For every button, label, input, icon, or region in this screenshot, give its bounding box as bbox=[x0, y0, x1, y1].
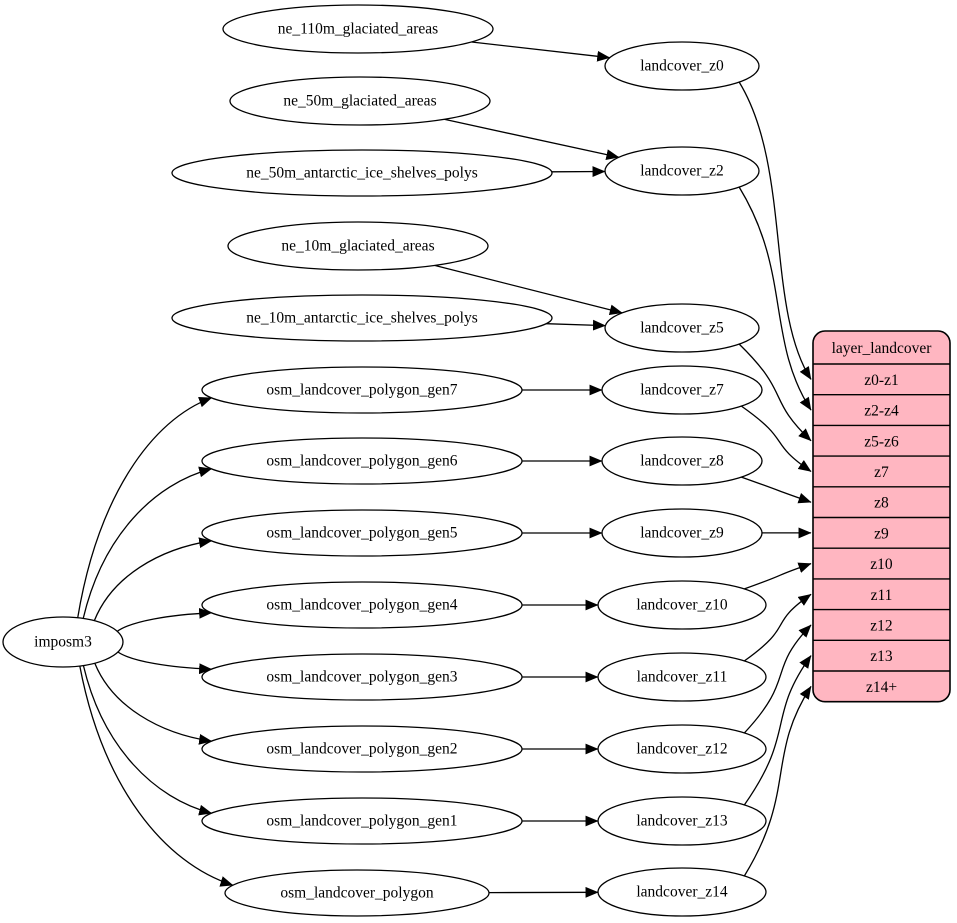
node-landcover_z10: landcover_z10 bbox=[597, 580, 767, 630]
node-label-osm_landcover_polygon_gen2: osm_landcover_polygon_gen2 bbox=[266, 741, 457, 758]
node-label-ne_50m_antarctic_ice_shelves_polys: ne_50m_antarctic_ice_shelves_polys bbox=[246, 165, 478, 182]
node-label-osm_landcover_polygon_gen6: osm_landcover_polygon_gen6 bbox=[266, 453, 457, 470]
node-label-landcover_z2: landcover_z2 bbox=[640, 163, 724, 180]
edge-landcover_z5-to-layer_landcover-z5-z6 bbox=[738, 343, 812, 442]
node-label-landcover_z13: landcover_z13 bbox=[636, 813, 727, 830]
edge-landcover_z13-to-layer_landcover-z13 bbox=[743, 655, 812, 806]
node-label-ne_110m_glaciated_areas: ne_110m_glaciated_areas bbox=[278, 21, 438, 38]
edge-imposm3-to-osm_landcover_polygon_gen5 bbox=[93, 537, 213, 621]
table-row-z10: z10 bbox=[870, 556, 893, 573]
table-row-z0-z1: z0-z1 bbox=[864, 372, 898, 389]
table-header: layer_landcover bbox=[832, 340, 933, 357]
node-label-osm_landcover_polygon: osm_landcover_polygon bbox=[280, 885, 434, 902]
node-landcover_z13: landcover_z13 bbox=[597, 796, 767, 846]
node-osm_landcover_polygon_gen4: osm_landcover_polygon_gen4 bbox=[201, 581, 523, 629]
table-row-z5-z6: z5-z6 bbox=[864, 433, 899, 450]
node-landcover_z0: landcover_z0 bbox=[604, 41, 760, 91]
node-landcover_z12: landcover_z12 bbox=[597, 724, 767, 774]
edge-landcover_z2-to-layer_landcover-z2-z4 bbox=[738, 186, 812, 411]
node-label-ne_50m_glaciated_areas: ne_50m_glaciated_areas bbox=[283, 93, 436, 110]
edge-landcover_z14-to-layer_landcover-z14+ bbox=[743, 685, 812, 877]
table-row-z11: z11 bbox=[871, 587, 893, 604]
table-row-z2-z4: z2-z4 bbox=[864, 403, 899, 420]
node-label-landcover_z12: landcover_z12 bbox=[636, 741, 727, 758]
node-landcover_z9: landcover_z9 bbox=[601, 508, 763, 558]
edge-imposm3-to-osm_landcover_polygon_gen3 bbox=[117, 651, 213, 675]
node-label-landcover_z14: landcover_z14 bbox=[636, 884, 727, 901]
edge-imposm3-to-osm_landcover_polygon_gen1 bbox=[82, 665, 213, 816]
table-layer_landcover: layer_landcover z0-z1 z2-z4 z5-z6 z7 z8 z9 z10 z… bbox=[812, 330, 951, 703]
node-ne_10m_antarctic_ice_shelves_polys: ne_10m_antarctic_ice_shelves_polys bbox=[171, 294, 553, 342]
node-osm_landcover_polygon_gen1: osm_landcover_polygon_gen1 bbox=[201, 797, 523, 845]
node-label-imposm3: imposm3 bbox=[34, 634, 92, 651]
node-label-landcover_z9: landcover_z9 bbox=[640, 525, 724, 542]
edge-imposm3-to-osm_landcover_polygon_gen7 bbox=[77, 397, 213, 618]
node-label-landcover_z7: landcover_z7 bbox=[640, 382, 724, 399]
node-osm_landcover_polygon_gen7: osm_landcover_polygon_gen7 bbox=[201, 366, 523, 414]
edge-landcover_z8-to-layer_landcover-z8 bbox=[741, 476, 812, 504]
node-ne_110m_glaciated_areas: ne_110m_glaciated_areas bbox=[222, 4, 494, 54]
node-label-osm_landcover_polygon_gen3: osm_landcover_polygon_gen3 bbox=[266, 669, 457, 686]
node-landcover_z7: landcover_z7 bbox=[601, 365, 763, 415]
table-row-z7: z7 bbox=[874, 464, 889, 481]
table-row-z8: z8 bbox=[874, 495, 889, 512]
table-row-z13: z13 bbox=[870, 648, 893, 665]
edge-ne_50m_glaciated_areas-to-landcover_z2 bbox=[444, 118, 620, 160]
edge-landcover_z7-to-layer_landcover-z7 bbox=[741, 405, 812, 473]
node-ne_50m_antarctic_ice_shelves_polys: ne_50m_antarctic_ice_shelves_polys bbox=[171, 149, 553, 197]
table-row-z12: z12 bbox=[870, 618, 892, 635]
node-osm_landcover_polygon_gen6: osm_landcover_polygon_gen6 bbox=[201, 437, 523, 485]
edge-landcover_z0-to-layer_landcover-z0-z1 bbox=[738, 81, 812, 380]
edge-imposm3-to-osm_landcover_polygon bbox=[79, 665, 234, 887]
node-imposm3: imposm3 bbox=[2, 616, 124, 668]
node-ne_50m_glaciated_areas: ne_50m_glaciated_areas bbox=[229, 76, 491, 126]
node-osm_landcover_polygon_gen5: osm_landcover_polygon_gen5 bbox=[201, 509, 523, 557]
table-row-z9: z9 bbox=[874, 525, 889, 542]
node-landcover_z11: landcover_z11 bbox=[597, 652, 767, 702]
node-label-ne_10m_antarctic_ice_shelves_polys: ne_10m_antarctic_ice_shelves_polys bbox=[246, 310, 478, 327]
edge-imposm3-to-osm_landcover_polygon_gen6 bbox=[82, 466, 213, 619]
edge-ne_10m_antarctic_ice_shelves_polys-to-landcover_z5 bbox=[545, 319, 606, 331]
node-osm_landcover_polygon_gen2: osm_landcover_polygon_gen2 bbox=[201, 725, 523, 773]
node-landcover_z2: landcover_z2 bbox=[604, 146, 760, 196]
node-osm_landcover_polygon_gen3: osm_landcover_polygon_gen3 bbox=[201, 653, 523, 701]
edge-landcover_z11-to-layer_landcover-z11 bbox=[744, 593, 812, 662]
edge-landcover_z12-to-layer_landcover-z12 bbox=[743, 624, 812, 734]
edge-imposm3-to-osm_landcover_polygon_gen4 bbox=[116, 607, 213, 632]
node-label-osm_landcover_polygon_gen4: osm_landcover_polygon_gen4 bbox=[266, 597, 457, 614]
node-label-landcover_z0: landcover_z0 bbox=[640, 58, 724, 75]
table-row-z14+: z14+ bbox=[866, 679, 897, 696]
node-label-osm_landcover_polygon_gen5: osm_landcover_polygon_gen5 bbox=[266, 525, 457, 542]
node-label-osm_landcover_polygon_gen1: osm_landcover_polygon_gen1 bbox=[266, 813, 457, 830]
edge-ne_110m_glaciated_areas-to-landcover_z0 bbox=[471, 41, 611, 62]
node-label-landcover_z8: landcover_z8 bbox=[640, 453, 724, 470]
edge-ne_10m_glaciated_areas-to-landcover_z5 bbox=[434, 264, 623, 316]
node-landcover_z8: landcover_z8 bbox=[601, 436, 763, 486]
node-landcover_z14: landcover_z14 bbox=[597, 867, 767, 917]
node-label-ne_10m_glaciated_areas: ne_10m_glaciated_areas bbox=[281, 238, 434, 255]
edge-imposm3-to-osm_landcover_polygon_gen2 bbox=[94, 662, 213, 745]
node-label-osm_landcover_polygon_gen7: osm_landcover_polygon_gen7 bbox=[266, 382, 457, 399]
edge-landcover_z10-to-layer_landcover-z10 bbox=[744, 562, 812, 590]
node-label-landcover_z10: landcover_z10 bbox=[636, 597, 727, 614]
node-label-landcover_z11: landcover_z11 bbox=[637, 669, 728, 686]
node-ne_10m_glaciated_areas: ne_10m_glaciated_areas bbox=[227, 221, 489, 271]
node-landcover_z5: landcover_z5 bbox=[604, 303, 760, 353]
node-label-landcover_z5: landcover_z5 bbox=[640, 320, 724, 337]
node-osm_landcover_polygon: osm_landcover_polygon bbox=[224, 869, 490, 917]
